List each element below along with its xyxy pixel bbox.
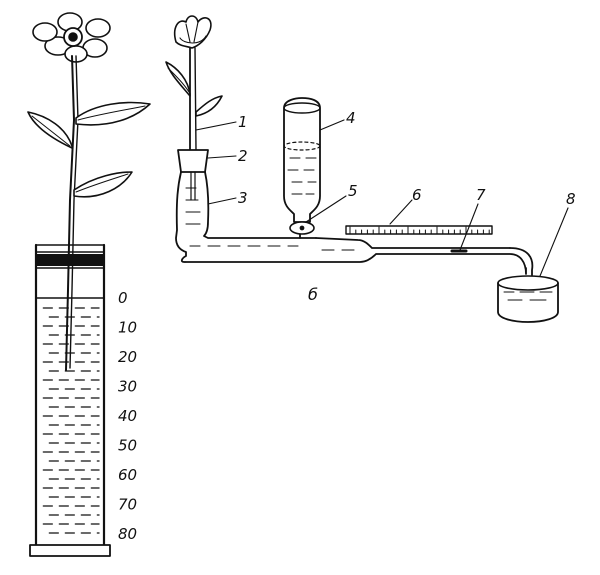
- part-labels: 1 2 3 4 5 6 7 8: [238, 109, 576, 208]
- label-part-7: 7: [476, 186, 486, 204]
- right-plant: [165, 15, 223, 151]
- left-stem: [65, 55, 75, 371]
- scale-tick-label: 30: [118, 378, 137, 396]
- apparatus: [175, 97, 559, 323]
- label-part-8: 8: [566, 190, 576, 208]
- label-part-2: 2: [238, 147, 248, 165]
- ruler: [345, 225, 493, 235]
- scale-tick-label: 60: [118, 466, 137, 484]
- label-part-1: 1: [238, 113, 248, 131]
- scale-tick-label: 10: [118, 319, 137, 337]
- left-leaf-3: [73, 171, 133, 198]
- left-leaf-1: [75, 101, 151, 126]
- panel-label: б: [308, 285, 318, 304]
- scale-tick-label: 70: [118, 496, 137, 514]
- label-part-4: 4: [346, 109, 356, 127]
- flower-head: [32, 12, 111, 63]
- graduated-cylinder: [29, 243, 111, 557]
- rubber-stopper: [177, 149, 209, 173]
- scale-tick-label: 0: [118, 289, 128, 307]
- collecting-dish: [497, 275, 559, 323]
- scale-tick-label: 40: [118, 407, 137, 425]
- scale-tick-label: 80: [118, 525, 137, 543]
- label-part-5: 5: [348, 182, 358, 200]
- cylinder-scale: 0 10 20 30 40 50 60 70 80: [118, 289, 137, 543]
- scale-tick-label: 20: [118, 348, 137, 366]
- water-reservoir: [283, 97, 321, 223]
- label-part-3: 3: [238, 189, 248, 207]
- label-part-6: 6: [412, 186, 422, 204]
- cylinder-stopper: [37, 254, 103, 266]
- water-vessel: [175, 171, 527, 275]
- right-leaf-2: [195, 95, 223, 117]
- leader-lines: [195, 119, 569, 277]
- left-plant: [27, 12, 151, 371]
- scale-tick-label: 50: [118, 437, 137, 455]
